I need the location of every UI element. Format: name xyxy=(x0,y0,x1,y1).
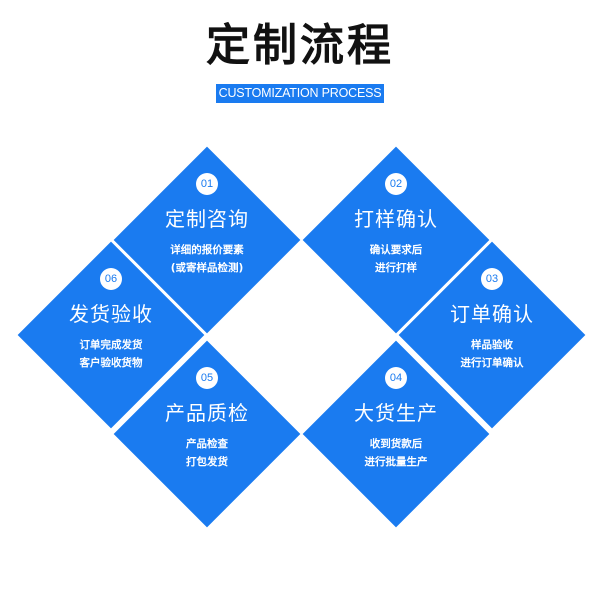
step-05-diamond: 05 产品质检 产品检查 打包发货 xyxy=(113,340,301,528)
step-desc-line-2: 客户验收货物 xyxy=(79,357,143,369)
step-number-badge: 03 xyxy=(481,268,503,290)
step-description: 确认要求后 进行打样 xyxy=(303,241,489,277)
step-description: 收到货款后 进行批量生产 xyxy=(303,435,489,471)
step-desc-line-2: 进行打样 xyxy=(375,262,417,274)
step-number-badge: 04 xyxy=(385,367,407,389)
step-description: 订单完成发货 客户验收货物 xyxy=(18,336,204,372)
step-number-badge: 01 xyxy=(196,173,218,195)
step-description: 产品检查 打包发货 xyxy=(114,435,300,471)
step-02-diamond: 02 打样确认 确认要求后 进行打样 xyxy=(302,146,490,334)
step-desc-line-2: 进行批量生产 xyxy=(364,456,428,468)
step-title: 产品质检 xyxy=(165,401,249,425)
page-subtitle: CUSTOMIZATION PROCESS xyxy=(216,84,384,103)
step-description: 样品验收 进行订单确认 xyxy=(399,336,585,372)
step-desc-line-2: (或寄样品检测) xyxy=(170,262,244,274)
step-desc-line-2: 进行订单确认 xyxy=(460,357,524,369)
step-03-diamond: 03 订单确认 样品验收 进行订单确认 xyxy=(398,241,586,429)
step-desc-line-1: 确认要求后 xyxy=(369,244,423,256)
step-desc-line-1: 收到货款后 xyxy=(369,438,423,450)
step-title: 定制咨询 xyxy=(165,207,249,231)
step-title: 订单确认 xyxy=(450,302,534,326)
step-desc-line-1: 订单完成发货 xyxy=(79,339,143,351)
step-description: 详细的报价要素 (或寄样品检测) xyxy=(114,241,300,277)
step-01-diamond: 01 定制咨询 详细的报价要素 (或寄样品检测) xyxy=(113,146,301,334)
step-desc-line-2: 打包发货 xyxy=(186,456,228,468)
step-desc-line-1: 样品验收 xyxy=(471,339,513,351)
step-desc-line-1: 产品检查 xyxy=(186,438,228,450)
step-number-badge: 02 xyxy=(385,173,407,195)
step-title: 大货生产 xyxy=(354,401,438,425)
step-number-badge: 06 xyxy=(100,268,122,290)
step-number-badge: 05 xyxy=(196,367,218,389)
step-title: 发货验收 xyxy=(69,302,153,326)
step-04-diamond: 04 大货生产 收到货款后 进行批量生产 xyxy=(302,340,490,528)
step-title: 打样确认 xyxy=(354,207,438,231)
step-desc-line-1: 详细的报价要素 xyxy=(170,244,244,256)
page-title: 定制流程 xyxy=(206,20,394,71)
step-06-diamond: 06 发货验收 订单完成发货 客户验收货物 xyxy=(17,241,205,429)
